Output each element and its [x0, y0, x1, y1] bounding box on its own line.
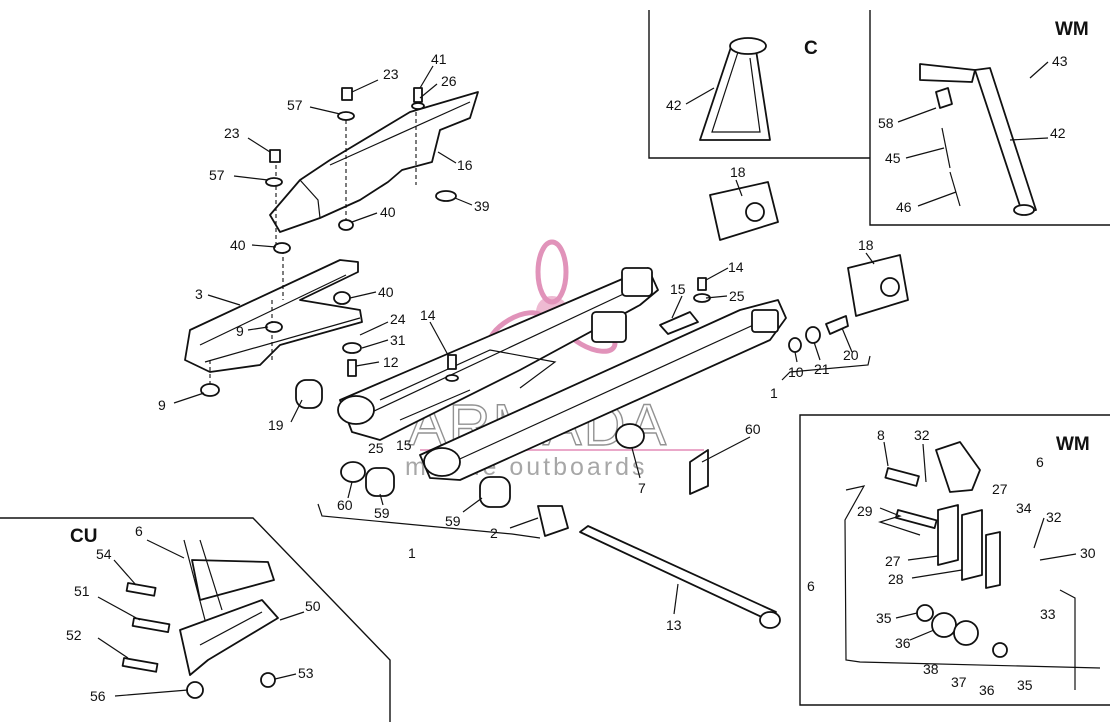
chain-guide-3	[184, 250, 363, 385]
callout-wm-bottom: 36	[979, 682, 995, 698]
callout: 7	[638, 480, 646, 496]
callout-cu: 54	[96, 546, 112, 562]
callout-cu: 51	[74, 583, 90, 599]
callout: 13	[666, 617, 682, 633]
inset-cu-guide	[121, 539, 279, 699]
callout: 15	[670, 281, 686, 297]
callout: 10	[788, 364, 804, 380]
callout-wm-bottom: 32	[1046, 509, 1062, 525]
callout-wm-bottom: 29	[857, 503, 873, 519]
callout-wm-top: 45	[885, 150, 901, 166]
callout-c: 42	[666, 97, 682, 113]
callout: 59	[374, 505, 390, 521]
callout-wm-bottom: 35	[876, 610, 892, 626]
leader-lines	[97, 61, 1101, 697]
callout: 15	[396, 437, 412, 453]
callout-wm-bottom: 27	[885, 553, 901, 569]
callout-wm-bottom: 36	[895, 635, 911, 651]
callout: 3	[195, 286, 203, 302]
callout-wm-bottom: 38	[923, 661, 939, 677]
callout: 1	[770, 385, 778, 401]
callout: 40	[230, 237, 246, 253]
fasteners	[200, 87, 909, 629]
callout: 24	[390, 311, 406, 327]
callout-wm-bottom: 6	[807, 578, 815, 594]
callout: 39	[474, 198, 490, 214]
callout: 14	[728, 259, 744, 275]
callout-wm-bottom: 8	[877, 427, 885, 443]
callout-wm-bottom: 33	[1040, 606, 1056, 622]
chain-guide-16	[269, 91, 479, 245]
callout-wm-bottom: 28	[888, 571, 904, 587]
callout: 14	[420, 307, 436, 323]
callout: 1	[408, 545, 416, 561]
callout: 59	[445, 513, 461, 529]
callout: 31	[390, 332, 406, 348]
callout: 23	[224, 125, 240, 141]
callout-cu: 6	[135, 523, 143, 539]
inset-wm-pivot	[884, 441, 1008, 658]
callout: 41	[431, 51, 447, 67]
callout-wm-top: 42	[1050, 125, 1066, 141]
callout: 16	[457, 157, 473, 173]
callout: 40	[378, 284, 394, 300]
callout-wm-bottom: 32	[914, 427, 930, 443]
callouts-main: 23 41 26 57 23 16 57 39 40 40 3 40 24 9 …	[158, 51, 874, 633]
callout: 9	[158, 397, 166, 413]
swingarm	[337, 267, 787, 481]
callout-wm-bottom: 37	[951, 674, 967, 690]
callout-wm-bottom: 27	[992, 481, 1008, 497]
callout-wm-top: 43	[1052, 53, 1068, 69]
callout: 25	[368, 440, 384, 456]
callout-wm-bottom: 30	[1080, 545, 1096, 561]
callout-cu: 50	[305, 598, 321, 614]
callout: 60	[337, 497, 353, 513]
callout-wm-bottom: 6	[1036, 454, 1044, 470]
inset-frames	[0, 10, 1110, 722]
callout: 18	[858, 237, 874, 253]
callout: 40	[380, 204, 396, 220]
callout: 26	[441, 73, 457, 89]
callout: 20	[843, 347, 859, 363]
callout: 60	[745, 421, 761, 437]
callout: 25	[729, 288, 745, 304]
callout: 57	[209, 167, 225, 183]
callout: 21	[814, 361, 830, 377]
callout: 18	[730, 164, 746, 180]
callout: 9	[236, 323, 244, 339]
callout-wm-top: 58	[878, 115, 894, 131]
callout-wm-top: 46	[896, 199, 912, 215]
callout: 12	[383, 354, 399, 370]
inset-label-cu: CU	[70, 526, 97, 547]
inset-wm-sidestand	[919, 63, 1037, 216]
callout: 19	[268, 417, 284, 433]
callout: 23	[383, 66, 399, 82]
callout-wm-bottom: 35	[1017, 677, 1033, 693]
callouts-insets: 42 43 58 42 45 46 8 32 6 27 34 32 29 30 …	[66, 53, 1096, 704]
inset-label-c: C	[804, 38, 818, 59]
callout-wm-bottom: 34	[1016, 500, 1032, 516]
inset-c-stand	[699, 37, 771, 141]
callout: 57	[287, 97, 303, 113]
callout: 2	[490, 525, 498, 541]
callout-cu: 53	[298, 665, 314, 681]
callout-cu: 52	[66, 627, 82, 643]
callout-cu: 56	[90, 688, 106, 704]
inset-label-wm-bottom: WM	[1056, 434, 1090, 455]
inset-label-wm-top: WM	[1055, 19, 1089, 40]
